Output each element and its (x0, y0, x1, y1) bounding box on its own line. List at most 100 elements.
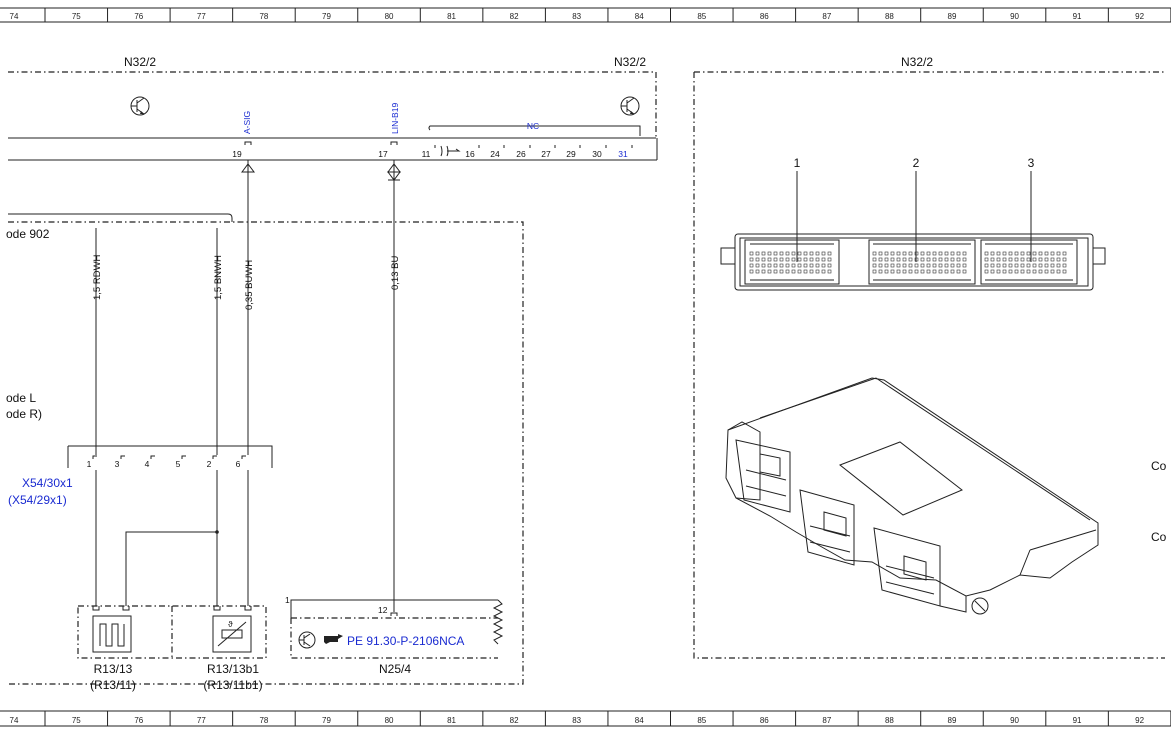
ruler-number: 76 (134, 12, 143, 21)
nc-bracket: NC (428, 121, 641, 136)
wire-rdwh-label: 1,5 RDWH (92, 254, 103, 300)
ruler-number: 91 (1073, 716, 1082, 725)
ruler-number: 77 (197, 716, 206, 725)
ruler-number: 83 (572, 12, 581, 21)
ruler-number: 82 (510, 716, 519, 725)
ruler-number: 76 (134, 716, 143, 725)
r13-13b1-label: R13/13b1 (207, 662, 259, 676)
ruler-number: 75 (72, 716, 81, 725)
module-pin-30: 30 (592, 149, 602, 159)
module-left-name-right: N32/2 (614, 55, 646, 69)
ruler-number: 82 (510, 12, 519, 21)
ruler-number: 91 (1073, 12, 1082, 21)
wire-bnwh-label: 1,5 BNWH (213, 255, 224, 300)
transistor-icon (620, 96, 640, 116)
connector-2-label: 2 (913, 156, 920, 170)
ruler-number: 77 (197, 12, 206, 21)
n25-reference-link[interactable]: PE 91.30-P-2106NCA (347, 634, 464, 648)
connector-arrow-icon (241, 163, 255, 173)
ruler-number: 79 (322, 716, 331, 725)
module-pin-19: 19 (232, 149, 242, 159)
ruler-number: 83 (572, 716, 581, 725)
x54-pin-4: 4 (145, 459, 150, 469)
wire-buwh-label: 0,35 BUWH (244, 260, 255, 310)
ruler-number: 79 (322, 12, 331, 21)
ruler-number: 80 (385, 12, 394, 21)
ruler-number: 78 (259, 12, 268, 21)
ruler-number: 92 (1135, 12, 1144, 21)
n25-pin-12: 12 (378, 605, 388, 615)
ruler-number: 89 (948, 716, 957, 725)
ruler-number: 84 (635, 716, 644, 725)
temperature-sensor-icon: ϑ (212, 615, 252, 653)
connector-face-drawing (720, 233, 1106, 291)
ruler-number: 87 (822, 716, 831, 725)
module-right-name: N32/2 (901, 55, 933, 69)
module-pin-24: 24 (490, 149, 500, 159)
connector-x54: 1 3 4 5 2 6 X54/30x1 (X54/29x1) (8, 445, 273, 507)
transistor-icon (130, 96, 150, 116)
ruler-number: 87 (822, 12, 831, 21)
code-r-label: ode R) (6, 407, 42, 421)
ruler-number: 86 (760, 12, 769, 21)
module-pin-17: 17 (378, 149, 388, 159)
ruler-number: 74 (10, 12, 19, 21)
r13-13b1-alt-label: (R13/11b1) (203, 678, 262, 692)
top-ruler: 74 75 76 77 78 79 80 81 82 83 84 85 86 87 88 89 90 91 92 (0, 7, 1171, 23)
signal-a-label: A-SIG (242, 111, 252, 134)
side-text-1: Co (1151, 459, 1167, 473)
module-pin-27: 27 (541, 149, 551, 159)
module-pin-31: 31 (618, 149, 628, 159)
ruler-number: 85 (697, 716, 706, 725)
x54-pin-6: 6 (236, 459, 241, 469)
ruler-number: 88 (885, 716, 894, 725)
nc-label: NC (527, 121, 539, 131)
ruler-number: 75 (72, 12, 81, 21)
r13-13-label: R13/13 (94, 662, 133, 676)
ruler-number: 90 (1010, 12, 1019, 21)
code-902-label: ode 902 (6, 227, 50, 241)
connector-3-label: 3 (1028, 156, 1035, 170)
module-pin-16: 16 (465, 149, 475, 159)
x54-pin-5: 5 (176, 459, 181, 469)
x54-name-alt: (X54/29x1) (8, 493, 67, 507)
ruler-number: 89 (948, 12, 957, 21)
ruler-number: 88 (885, 12, 894, 21)
ruler-number: 84 (635, 12, 644, 21)
n25-name: N25/4 (379, 662, 411, 676)
x54-pin-1: 1 (87, 459, 92, 469)
sensor-group: ϑ R13/13 (R13/11) R13/13b1 (R13/11b1) (77, 605, 267, 692)
heater-icon (92, 615, 132, 653)
n25-module: 1 12 PE 91.30-P-2106NCA N25/4 (285, 595, 504, 676)
ruler-number: 74 (10, 716, 19, 725)
break-icon (440, 145, 461, 157)
x54-pin-3: 3 (115, 459, 120, 469)
n25-pin-1: 1 (285, 595, 290, 605)
code-box: ode 902 ode L ode R) (6, 213, 524, 685)
ruler-number: 90 (1010, 716, 1019, 725)
x54-pin-2: 2 (207, 459, 212, 469)
ruler-number: 81 (447, 12, 456, 21)
transistor-icon (298, 631, 316, 649)
ecu-drawing (725, 377, 1099, 615)
module-pin-11: 11 (422, 149, 431, 159)
ruler-number: 81 (447, 716, 456, 725)
connector-1-label: 1 (794, 156, 801, 170)
ruler-number: 85 (697, 12, 706, 21)
ruler-number: 92 (1135, 716, 1144, 725)
side-text-2: Co (1151, 530, 1167, 544)
module-pin-26: 26 (516, 149, 526, 159)
pointing-hand-icon (324, 634, 343, 644)
module-right-box: N32/2 1 2 3 (693, 55, 1167, 659)
ruler-number: 80 (385, 716, 394, 725)
wires: 1,5 RDWH 1,5 BNWH 0,35 BUWH 0,13 BU (92, 141, 401, 612)
module-left-name: N32/2 (124, 55, 156, 69)
x54-name: X54/30x1 (22, 476, 73, 490)
ruler-number: 86 (760, 716, 769, 725)
r13-13-alt-label: (R13/11) (90, 678, 136, 692)
wire-bu-label: 0,13 BU (390, 256, 401, 290)
